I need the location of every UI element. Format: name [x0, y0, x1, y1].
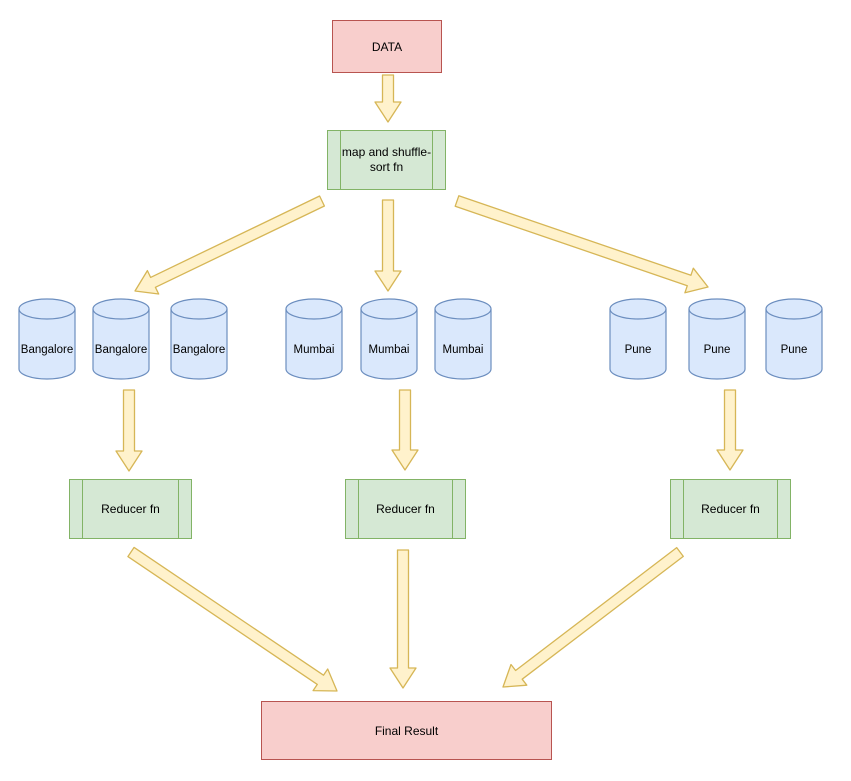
arrow-map-to-bangalore [134, 195, 326, 295]
cylinder-pune-1: Pune [609, 298, 667, 380]
cylinder-mumbai-2: Mumbai [360, 298, 418, 380]
cylinder-label: Mumbai [293, 344, 335, 356]
node-map-shuffle-sort-label: map and shuffle-sort fn [341, 145, 432, 174]
arrow-bangalore-to-reducer [115, 389, 143, 472]
cylinder-label: Pune [624, 344, 652, 356]
node-map-shuffle-sort: map and shuffle-sort fn [327, 130, 446, 190]
cylinder-label: Mumbai [368, 344, 410, 356]
cylinder-bangalore-1: Bangalore [18, 298, 76, 380]
cylinder-label: Bangalore [20, 344, 74, 356]
arrow-reducer3-to-final [502, 546, 684, 688]
node-reducer-bangalore: Reducer fn [69, 479, 192, 539]
arrow-data-to-map [374, 74, 402, 123]
cylinder-label: Pune [780, 344, 808, 356]
arrow-mumbai-to-reducer [391, 389, 419, 471]
cylinder-mumbai-3: Mumbai [434, 298, 492, 380]
arrow-reducer1-to-final [127, 546, 338, 692]
arrow-map-to-pune [454, 195, 709, 294]
node-reducer-label: Reducer fn [376, 501, 435, 516]
arrow-pune-to-reducer [716, 389, 744, 471]
cylinder-label: Pune [703, 344, 731, 356]
node-final-result: Final Result [261, 701, 552, 760]
node-data-label: DATA [371, 39, 403, 54]
node-reducer-mumbai: Reducer fn [345, 479, 466, 539]
node-final-result-label: Final Result [374, 723, 439, 738]
node-reducer-pune: Reducer fn [670, 479, 791, 539]
node-reducer-label: Reducer fn [101, 501, 160, 516]
cylinder-label: Mumbai [442, 344, 484, 356]
arrow-map-to-mumbai [374, 199, 402, 292]
node-data: DATA [332, 20, 442, 73]
cylinder-bangalore-3: Bangalore [170, 298, 228, 380]
cylinder-label: Bangalore [172, 344, 226, 356]
node-reducer-label: Reducer fn [701, 501, 760, 516]
cylinder-pune-3: Pune [765, 298, 823, 380]
cylinder-label: Bangalore [94, 344, 148, 356]
cylinder-mumbai-1: Mumbai [285, 298, 343, 380]
cylinder-bangalore-2: Bangalore [92, 298, 150, 380]
arrow-reducer2-to-final [389, 549, 417, 689]
cylinder-pune-2: Pune [688, 298, 746, 380]
